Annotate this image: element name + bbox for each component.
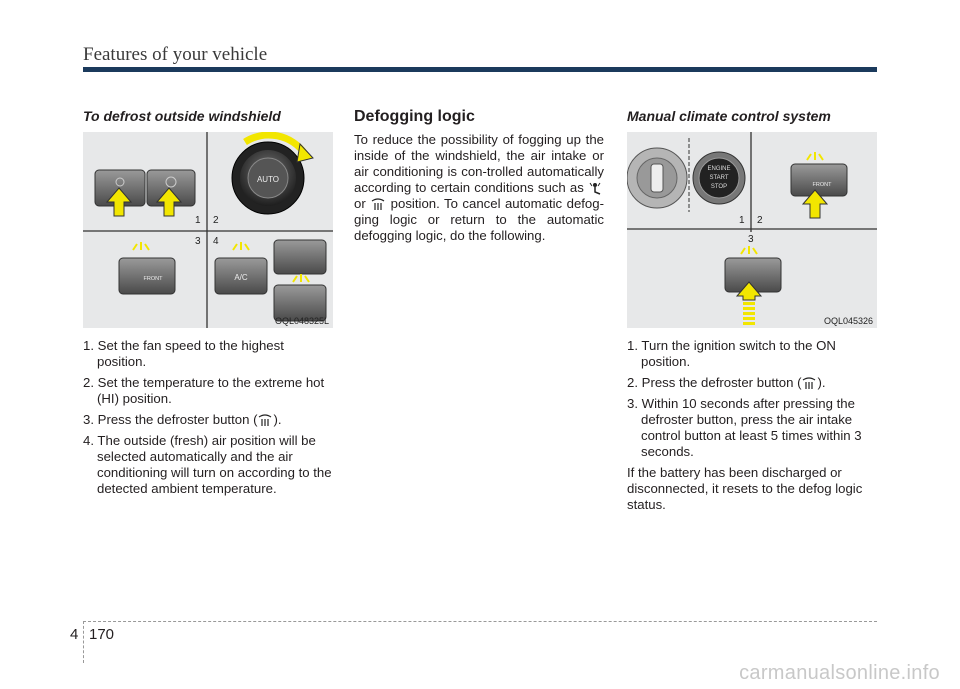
figure-label-1: 1 <box>195 215 201 226</box>
header-rule <box>83 67 877 72</box>
svg-text:STOP: STOP <box>711 184 727 190</box>
fresh-air-button <box>273 284 327 322</box>
defroster-icon <box>803 376 816 389</box>
watermark: carmanualsonline.info <box>739 662 940 684</box>
knob-auto-label: AUTO <box>257 175 279 184</box>
step-4: 4. The outside (fresh) air position will… <box>83 433 332 496</box>
battery-note: If the battery has been discharged or di… <box>627 465 863 512</box>
ac-button <box>214 257 268 295</box>
column-defrost-outside: To defrost outside windshield <box>83 108 333 502</box>
defogging-paragraph: To reduce the possibility of fogging up … <box>354 132 604 243</box>
step-1: 1. Turn the ignition switch to the ON po… <box>627 338 836 369</box>
section-title-defogging-logic: Defogging logic <box>354 108 475 125</box>
mode-defrost-floor-icon <box>589 182 601 195</box>
svg-text:START: START <box>709 175 728 181</box>
step-1: 1. Set the fan speed to the highest posi… <box>83 338 284 369</box>
arrow-icon <box>801 189 829 219</box>
figure-code: OQL048325L <box>274 316 329 326</box>
front-defrost-button <box>118 257 176 295</box>
manual-steps: 1. Turn the ignition switch to the ON po… <box>627 338 877 460</box>
front-label: FRONT <box>144 276 164 282</box>
arrow-icon <box>735 281 763 301</box>
figure-label-1: 1 <box>739 215 745 226</box>
front-defrost-button <box>790 163 848 197</box>
recirculation-button <box>273 239 327 275</box>
chapter-number: 4 <box>70 626 79 643</box>
figure-label-4: 4 <box>213 236 219 247</box>
figure-code: OQL045326 <box>823 316 873 326</box>
arrow-icon <box>155 187 183 217</box>
fan-icon <box>165 176 177 188</box>
footer-rule <box>83 621 877 622</box>
ac-label: A/C <box>234 273 248 282</box>
defrost-steps: 1. Set the fan speed to the highest posi… <box>83 338 333 497</box>
figure-label-3: 3 <box>195 236 201 247</box>
front-label: FRONT <box>813 182 833 188</box>
defroster-icon <box>259 413 272 426</box>
figure-defrost-svg: AUTO 1 2 3 4 FRONT A/C <box>83 132 333 328</box>
column-defogging-logic: Defogging logic To reduce the possibilit… <box>354 108 604 244</box>
figure-manual-svg: ENGINE START STOP FRONT 1 2 3 <box>627 132 877 325</box>
figure-label-3: 3 <box>748 234 754 245</box>
defroster-icon <box>371 197 385 210</box>
figure-label-2: 2 <box>757 215 763 226</box>
fan-icon <box>115 177 125 187</box>
step-2: 2. Press the defroster button (). <box>627 375 826 390</box>
step-3: 3. Press the defroster button (). <box>83 412 282 427</box>
figure-label-2: 2 <box>213 215 219 226</box>
page-header-title: Features of your vehicle <box>83 44 268 65</box>
step-2: 2. Set the temperature to the extreme ho… <box>83 375 325 406</box>
step-3: 3. Within 10 seconds after pressing the … <box>627 396 862 459</box>
page-number: 170 <box>89 626 115 643</box>
section-title-manual-climate: Manual climate control system <box>627 108 831 124</box>
svg-text:ENGINE: ENGINE <box>707 166 730 172</box>
section-title-defrost-outside: To defrost outside windshield <box>83 108 281 124</box>
figure-manual-controls: ENGINE START STOP FRONT 1 2 3 OQL045326 <box>627 132 877 328</box>
footer-vline <box>83 621 84 663</box>
arrow-icon <box>105 187 133 217</box>
column-manual-climate: Manual climate control system ENGINE STA… <box>627 108 877 513</box>
figure-defrost-controls: AUTO 1 2 3 4 FRONT A/C OQL048325L <box>83 132 333 328</box>
